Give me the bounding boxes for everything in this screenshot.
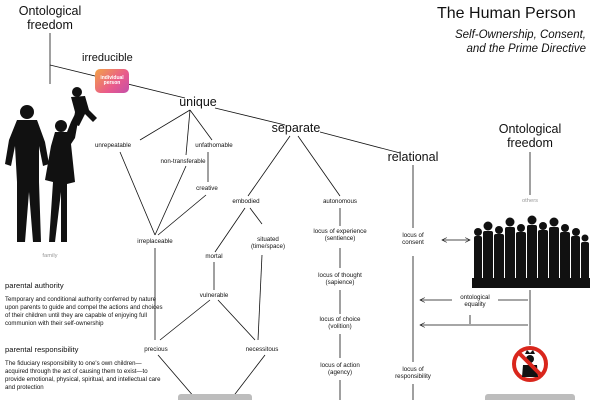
node-locus-choice-line-2: (volition) (328, 323, 352, 331)
page-subtitle: Self-Ownership, Consent, and the Prime D… (366, 28, 586, 57)
parental-responsibility-heading: parental responsibility (5, 345, 79, 354)
node-irreplaceable: irreplaceable (137, 238, 173, 245)
node-locus-consent: locus of consent (402, 232, 424, 246)
node-vulnerable: vulnerable (199, 292, 229, 299)
node-non-transferable: non-transferable (160, 158, 206, 165)
node-autonomous: autonomous (322, 198, 358, 205)
node-situated-line-1: situated (257, 236, 279, 243)
parental-authority-heading: parental authority (5, 281, 64, 290)
node-locus-choice: locus of choice (volition) (320, 316, 361, 330)
right-ontological-freedom: Ontological freedom (499, 122, 562, 151)
node-locus-action-line-1: locus of action (320, 362, 360, 369)
node-locus-consent-line-1: locus of (402, 232, 424, 239)
node-locus-choice-line-1: locus of choice (319, 316, 361, 323)
page-title: The Human Person (437, 5, 576, 22)
node-locus-action: locus of action (agency) (320, 362, 360, 376)
node-relational: relational (387, 150, 439, 164)
parental-authority-text: Temporary and conditional authority conf… (5, 296, 163, 327)
node-embodied: embodied (232, 198, 260, 205)
family-silhouette-icon (5, 87, 97, 242)
left-ontological-freedom-line-1: Ontological (18, 4, 82, 18)
node-situated: situated (time/space) (251, 236, 285, 250)
badge-line-2: person (103, 80, 121, 86)
family-label: family (42, 253, 58, 259)
node-locus-consent-line-2: consent (402, 239, 424, 247)
left-ontological-freedom-line-2: freedom (27, 18, 73, 33)
node-locus-thought: locus of thought (sapience) (318, 272, 362, 286)
badge-line-1: individual (100, 74, 124, 81)
node-unrepeatable: unrepeatable (94, 142, 132, 149)
others-label: others (521, 198, 539, 204)
node-mortal: mortal (205, 253, 223, 260)
bottom-bar-left (178, 394, 252, 400)
node-locus-responsibility-line-2: responsibility (395, 373, 431, 381)
node-situated-line-2: (time/space) (250, 243, 286, 251)
left-ontological-freedom: Ontological freedom (19, 4, 82, 33)
node-locus-experience-line-2: (sentience) (324, 235, 356, 243)
subtitle-line-2: and the Prime Directive (466, 43, 586, 56)
node-locus-responsibility: locus of responsibility (395, 366, 431, 380)
node-locus-experience-line-1: locus of experience (313, 228, 367, 235)
node-locus-action-line-2: (agency) (327, 369, 353, 377)
node-locus-responsibility-line-1: locus of (402, 366, 424, 373)
node-necessitous: necessitous (245, 346, 279, 353)
node-separate: separate (271, 121, 321, 135)
node-unique: unique (179, 95, 217, 109)
no-tyrant-sign-icon (512, 346, 548, 382)
crowd-silhouette-icon (472, 215, 590, 288)
node-creative: creative (196, 185, 218, 192)
node-locus-experience: locus of experience (sentience) (313, 228, 366, 242)
node-precious: precious (144, 346, 168, 353)
ontological-equality-line-1: ontological (460, 294, 490, 301)
irreducible-label: irreducible (82, 52, 133, 64)
ontological-equality: ontological equality (460, 294, 490, 308)
right-ontological-freedom-line-2: freedom (507, 136, 553, 151)
node-unfathomable: unfathomable (195, 142, 233, 149)
node-locus-thought-line-2: (sapience) (325, 279, 355, 287)
right-ontological-freedom-line-1: Ontological (498, 122, 562, 136)
subtitle-line-1: Self-Ownership, Consent, (454, 29, 586, 41)
node-locus-thought-line-1: locus of thought (318, 272, 362, 279)
ontological-equality-line-2: equality (464, 301, 486, 309)
bottom-bar-right (485, 394, 575, 400)
parental-responsibility-text: The fiduciary responsibility to one's ow… (5, 360, 161, 391)
